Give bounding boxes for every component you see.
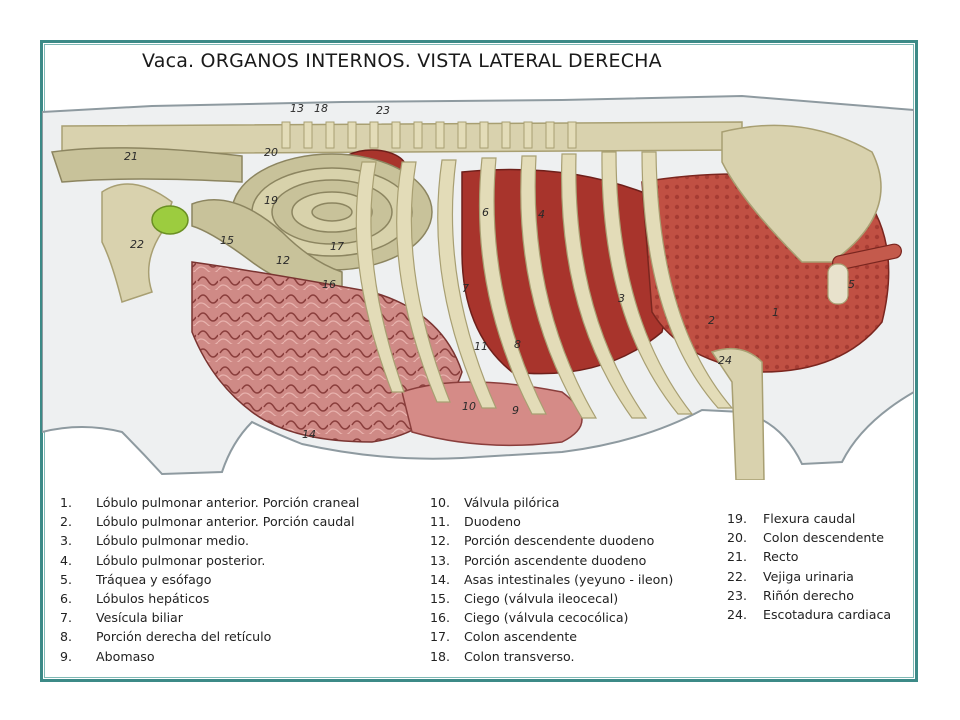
fig-label-10: 10 bbox=[462, 400, 476, 413]
legend-item: 16.Ciego (válvula cecocólica) bbox=[430, 610, 629, 626]
legend-item: 12.Porción descendente duodeno bbox=[430, 533, 655, 549]
fig-label-7: 7 bbox=[462, 282, 469, 295]
fig-label-8: 8 bbox=[514, 338, 521, 351]
fig-label-2: 2 bbox=[708, 314, 715, 327]
legend-item: 5.Tráquea y esófago bbox=[60, 571, 212, 587]
fig-label-17: 17 bbox=[330, 240, 344, 253]
legend-item: 17.Colon ascendente bbox=[430, 629, 578, 645]
ribs bbox=[355, 151, 734, 419]
fig-label-19: 19 bbox=[264, 194, 278, 207]
legend-item: 23.Riñón derecho bbox=[727, 587, 854, 603]
legend-item: 4.Lóbulo pulmonar posterior. bbox=[60, 552, 266, 568]
figure-title: Vaca. ORGANOS INTERNOS. VISTA LATERAL DE… bbox=[142, 50, 662, 72]
trachea bbox=[832, 243, 902, 271]
scapula bbox=[721, 124, 882, 263]
fig-label-11: 11 bbox=[474, 340, 488, 353]
fig-label-21: 21 bbox=[124, 150, 138, 163]
fig-label-23: 23 bbox=[376, 104, 390, 117]
legend-item: 9.Abomaso bbox=[60, 648, 155, 664]
rectum bbox=[51, 147, 243, 183]
cecum bbox=[191, 198, 343, 293]
fig-label-15: 15 bbox=[220, 234, 234, 247]
fig-label-1: 1 bbox=[772, 306, 779, 319]
legend-item: 24.Escotadura cardiaca bbox=[727, 606, 892, 622]
esophagus bbox=[827, 263, 849, 305]
fig-label-4: 4 bbox=[538, 208, 545, 221]
legend-item: 10.Válvula pilórica bbox=[430, 495, 560, 510]
foreleg-bone bbox=[710, 347, 765, 480]
legend-item: 7.Vesícula biliar bbox=[60, 610, 183, 626]
abomasum bbox=[401, 381, 583, 447]
legend-item: 2.Lóbulo pulmonar anterior. Porción caud… bbox=[60, 514, 355, 530]
legend-column-3: 19.Flexura caudal 20.Colon descendente 2… bbox=[727, 509, 891, 624]
fig-label-9: 9 bbox=[512, 404, 519, 417]
vertebral-spines bbox=[281, 121, 577, 149]
fig-label-16: 16 bbox=[322, 278, 336, 291]
legend-item: 13.Porción ascendente duodeno bbox=[430, 552, 647, 568]
legend-item: 21.Recto bbox=[727, 549, 799, 565]
legend-item: 8.Porción derecha del retículo bbox=[60, 629, 272, 645]
fig-label-14: 14 bbox=[302, 428, 316, 441]
legend-item: 1.Lóbulo pulmonar anterior. Porción cran… bbox=[60, 495, 360, 510]
legend-item: 22.Vejiga urinaria bbox=[727, 568, 854, 584]
legend-item: 11.Duodeno bbox=[430, 514, 521, 530]
anatomy-illustration: 13 18 23 20 21 19 15 22 12 17 16 6 7 8 1… bbox=[42, 94, 914, 480]
legend-item: 18.Colon transverso. bbox=[430, 648, 575, 664]
legend-item: 14.Asas intestinales (yeyuno - ileon) bbox=[430, 571, 674, 587]
fig-label-3: 3 bbox=[618, 292, 625, 305]
fig-label-13: 13 bbox=[290, 102, 304, 115]
fig-label-5: 5 bbox=[848, 278, 855, 291]
urinary-bladder bbox=[151, 205, 189, 235]
legend-item: 15.Ciego (válvula ileocecal) bbox=[430, 590, 619, 606]
legend-column-1: 1.Lóbulo pulmonar anterior. Porción cran… bbox=[60, 493, 359, 666]
legend-item: 3.Lóbulo pulmonar medio. bbox=[60, 533, 250, 549]
legend-column-2: 10.Válvula pilórica 11.Duodeno 12.Porció… bbox=[430, 493, 673, 666]
legend-item: 6.Lóbulos hepáticos bbox=[60, 590, 210, 606]
fig-label-22: 22 bbox=[130, 238, 144, 251]
fig-label-6: 6 bbox=[482, 206, 489, 219]
fig-label-24: 24 bbox=[718, 354, 732, 367]
fig-label-18: 18 bbox=[314, 102, 328, 115]
legend-item: 19.Flexura caudal bbox=[727, 511, 856, 526]
fig-label-20: 20 bbox=[264, 146, 278, 159]
legend-item: 20.Colon descendente bbox=[727, 530, 885, 546]
fig-label-12: 12 bbox=[276, 254, 290, 267]
